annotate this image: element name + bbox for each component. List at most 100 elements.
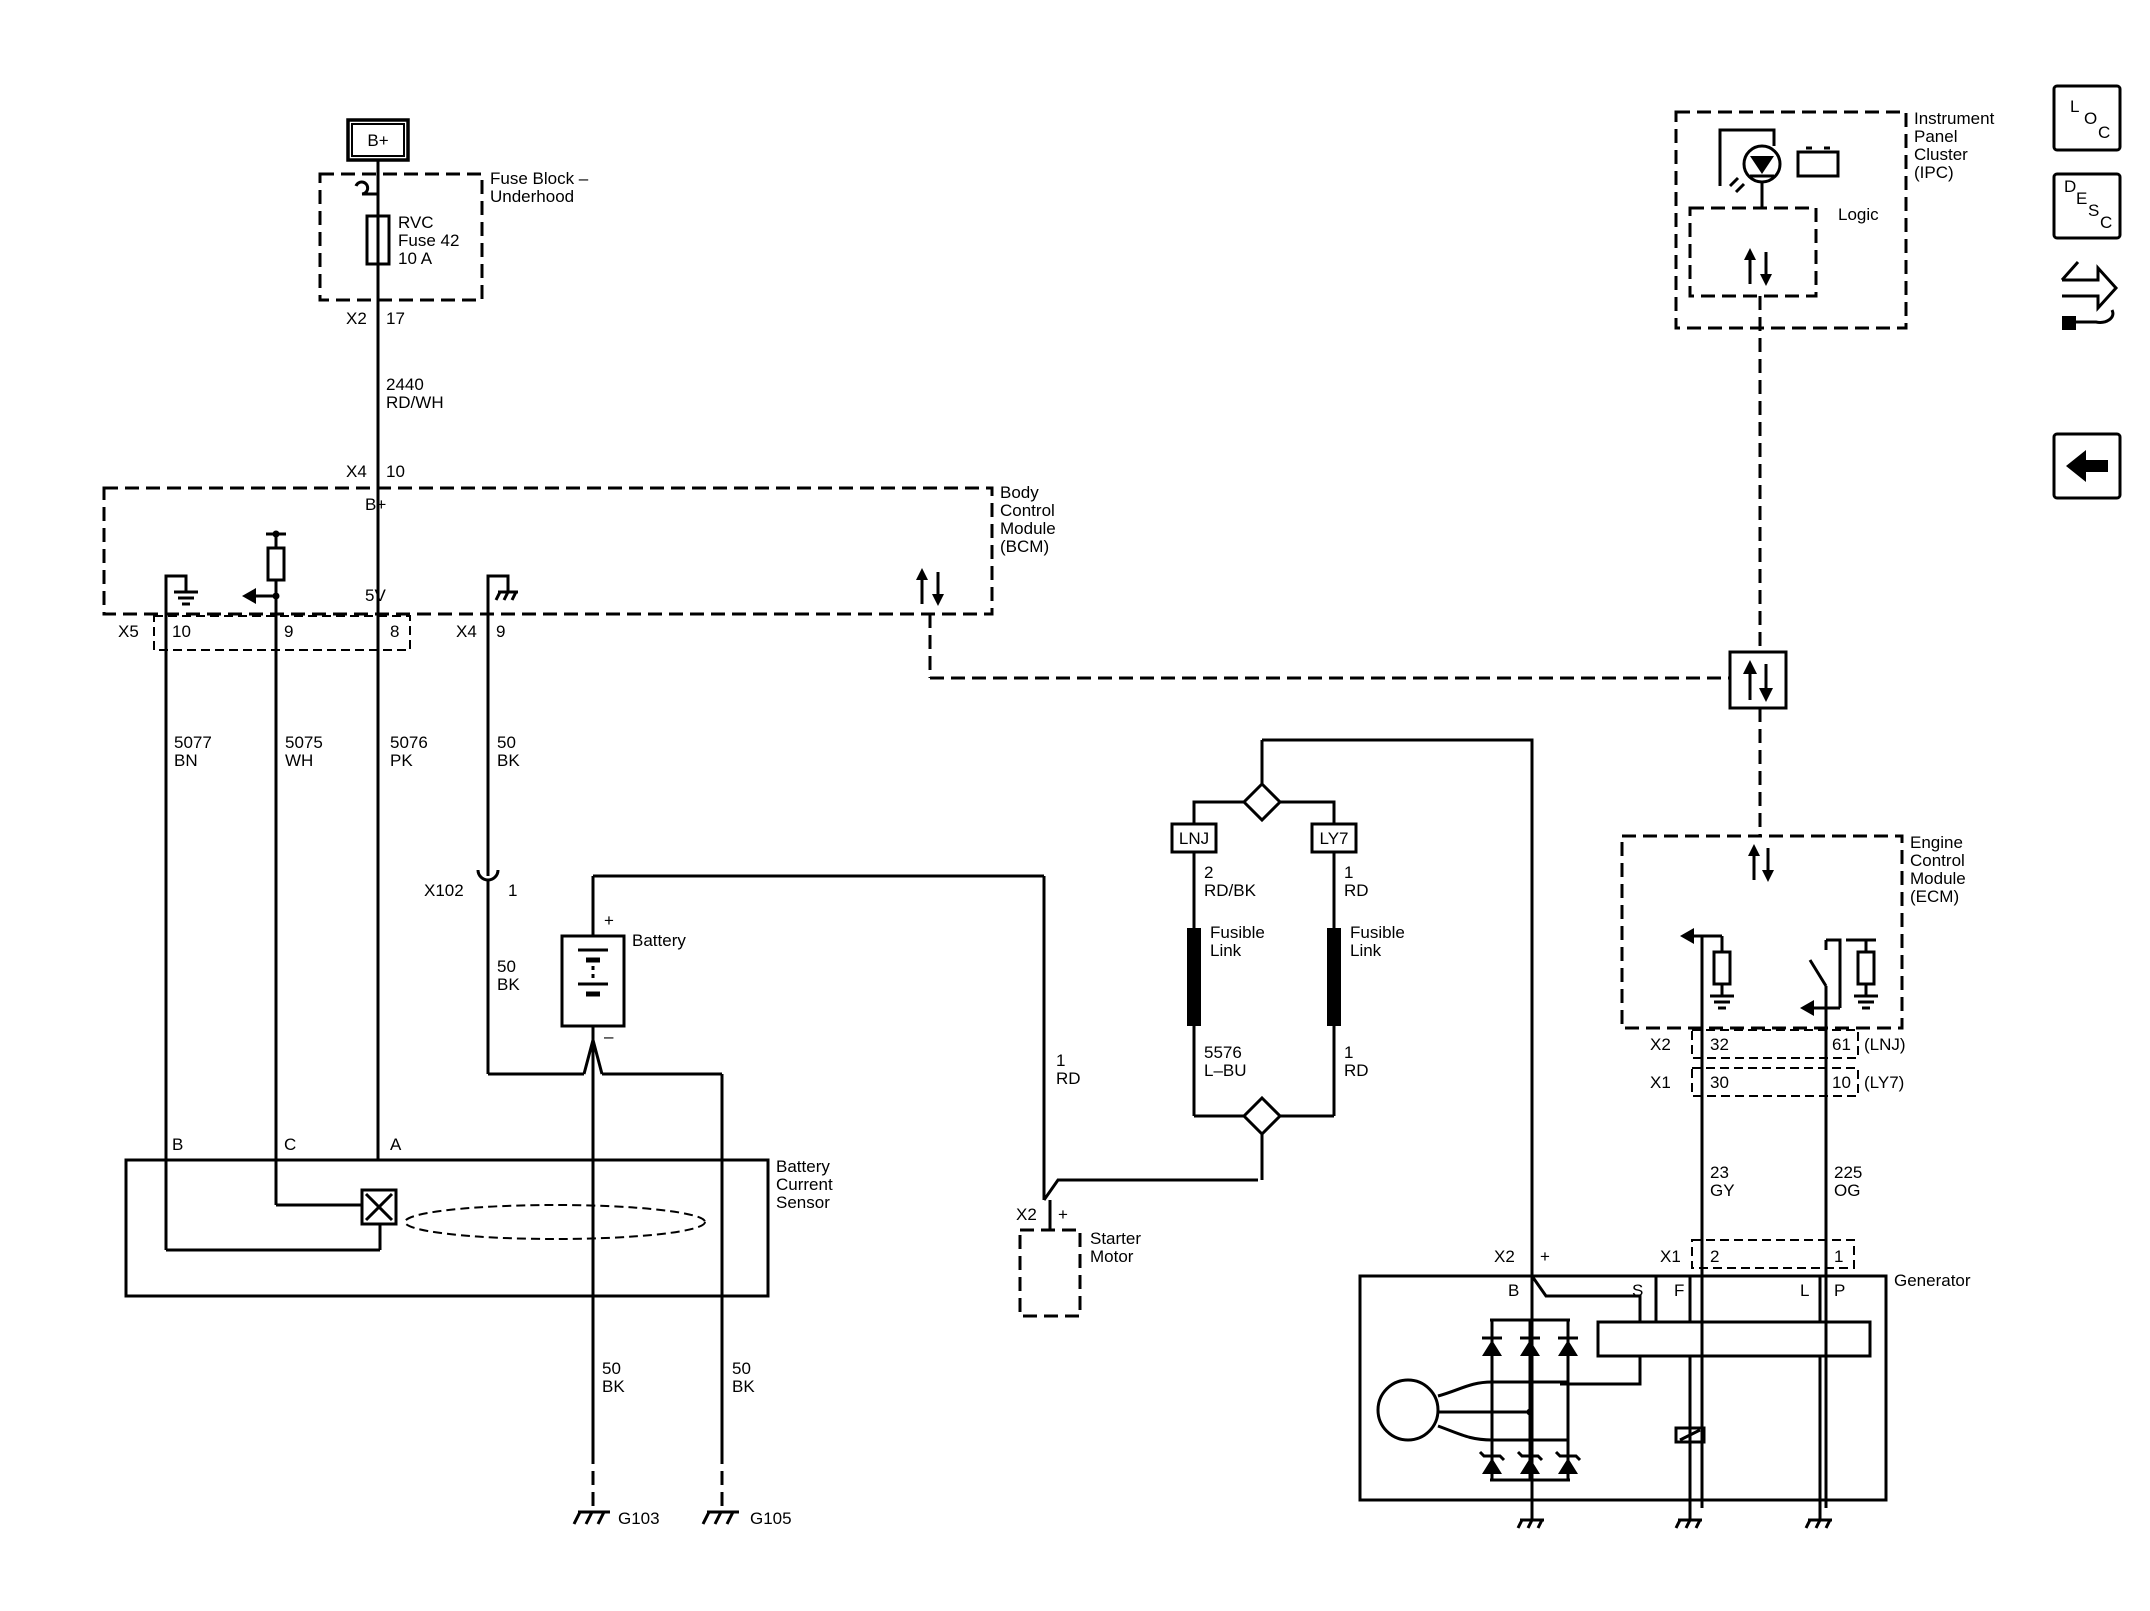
- svg-text:Sensor: Sensor: [776, 1193, 830, 1212]
- svg-text:B: B: [1508, 1281, 1519, 1300]
- svg-text:Module: Module: [1000, 519, 1056, 538]
- svg-text:1: 1: [1344, 863, 1353, 882]
- svg-text:X2: X2: [346, 309, 367, 328]
- svg-text:RVC: RVC: [398, 213, 434, 232]
- svg-text:50: 50: [602, 1359, 621, 1378]
- svg-text:X4: X4: [346, 462, 367, 481]
- svg-text:OG: OG: [1834, 1181, 1860, 1200]
- svg-text:Link: Link: [1210, 941, 1242, 960]
- svg-text:Cluster: Cluster: [1914, 145, 1968, 164]
- svg-text:GY: GY: [1710, 1181, 1735, 1200]
- svg-text:Underhood: Underhood: [490, 187, 574, 206]
- svg-text:WH: WH: [285, 751, 313, 770]
- desc-button[interactable]: D E S C: [2052, 172, 2122, 240]
- svg-text:Battery: Battery: [632, 931, 686, 950]
- svg-text:Logic: Logic: [1838, 205, 1879, 224]
- svg-text:X2: X2: [1494, 1247, 1515, 1266]
- svg-text:L: L: [1800, 1281, 1809, 1300]
- svg-text:1: 1: [1056, 1051, 1065, 1070]
- generator: X2 + X1 2 1 Generator B S F L P: [1358, 1239, 1971, 1520]
- svg-text:Control: Control: [1000, 501, 1055, 520]
- svg-text:A: A: [390, 1135, 402, 1154]
- svg-text:X2: X2: [1016, 1205, 1037, 1224]
- svg-text:Control: Control: [1910, 851, 1965, 870]
- svg-text:B: B: [172, 1135, 183, 1154]
- svg-text:Module: Module: [1910, 869, 1966, 888]
- svg-text:BK: BK: [602, 1377, 625, 1396]
- back-arrow-icon[interactable]: [2052, 432, 2122, 500]
- svg-text:10: 10: [1832, 1073, 1851, 1092]
- engine-control-module: Engine Control Module (ECM): [1620, 833, 1966, 1030]
- svg-text:RD/BK: RD/BK: [1204, 881, 1257, 900]
- bplus-source: B+: [346, 118, 410, 162]
- svg-text:50: 50: [732, 1359, 751, 1378]
- svg-text:(IPC): (IPC): [1914, 163, 1954, 182]
- svg-text:1: 1: [1834, 1247, 1843, 1266]
- svg-text:RD: RD: [1344, 881, 1369, 900]
- ecm-connector-x2-x1: X2 32 61 (LNJ) X1 30 10 (LY7): [1650, 1029, 1906, 1097]
- svg-text:9: 9: [284, 622, 293, 641]
- svg-text:O: O: [2084, 109, 2097, 128]
- svg-text:+: +: [604, 911, 614, 930]
- svg-text:Fuse Block –: Fuse Block –: [490, 169, 589, 188]
- svg-text:Motor: Motor: [1090, 1247, 1134, 1266]
- svg-text:(LY7): (LY7): [1864, 1073, 1904, 1092]
- svg-text:(LNJ): (LNJ): [1864, 1035, 1906, 1054]
- svg-text:X4: X4: [456, 622, 477, 641]
- svg-text:Battery: Battery: [776, 1157, 830, 1176]
- svg-text:+: +: [1540, 1247, 1550, 1266]
- starter-motor: X2 + Starter Motor: [1016, 1200, 1141, 1318]
- wire-5076-label: 5076: [390, 733, 428, 752]
- svg-text:F: F: [1674, 1281, 1684, 1300]
- svg-text:32: 32: [1710, 1035, 1729, 1054]
- svg-text:LY7: LY7: [1320, 829, 1349, 848]
- svg-text:S: S: [1632, 1281, 1643, 1300]
- svg-text:Engine: Engine: [1910, 833, 1963, 852]
- svg-text:L–BU: L–BU: [1204, 1061, 1247, 1080]
- svg-text:X1: X1: [1650, 1073, 1671, 1092]
- svg-text:B+: B+: [365, 495, 386, 514]
- svg-text:(ECM): (ECM): [1910, 887, 1959, 906]
- serial-data-gateway: [1728, 650, 1788, 710]
- svg-text:B+: B+: [367, 131, 388, 150]
- svg-text:+: +: [1058, 1205, 1068, 1224]
- svg-text:BK: BK: [497, 975, 520, 994]
- svg-text:BK: BK: [497, 751, 520, 770]
- svg-text:S: S: [2088, 201, 2099, 220]
- inline-connector-x102: X102 1: [424, 869, 517, 900]
- svg-text:Link: Link: [1350, 941, 1382, 960]
- svg-text:PK: PK: [390, 751, 413, 770]
- ground-g103: G103: [572, 1509, 660, 1528]
- svg-text:50: 50: [497, 957, 516, 976]
- svg-text:Current: Current: [776, 1175, 833, 1194]
- svg-text:50: 50: [497, 733, 516, 752]
- svg-text:1: 1: [1344, 1043, 1353, 1062]
- svg-text:X2: X2: [1650, 1035, 1671, 1054]
- wire-5077-label: 5077: [174, 733, 212, 752]
- svg-text:X102: X102: [424, 881, 464, 900]
- svg-text:2: 2: [1710, 1247, 1719, 1266]
- wire-225-label: 225: [1834, 1163, 1862, 1182]
- battery-current-sensor: B C A Battery Current Sensor: [124, 1135, 833, 1298]
- svg-text:RD: RD: [1344, 1061, 1369, 1080]
- svg-text:(BCM): (BCM): [1000, 537, 1049, 556]
- loc-button[interactable]: L O C: [2052, 84, 2122, 152]
- svg-text:X1: X1: [1660, 1247, 1681, 1266]
- svg-text:Panel: Panel: [1914, 127, 1957, 146]
- wire-23-label: 23: [1710, 1163, 1729, 1182]
- svg-text:Starter: Starter: [1090, 1229, 1141, 1248]
- svg-text:P: P: [1834, 1281, 1845, 1300]
- svg-text:X5: X5: [118, 622, 139, 641]
- svg-text:Body: Body: [1000, 483, 1039, 502]
- connector-swap-icon[interactable]: [2060, 261, 2119, 330]
- svg-text:G103: G103: [618, 1509, 660, 1528]
- wire-2440-label: 2440: [386, 375, 424, 394]
- wire-5075-label: 5075: [285, 733, 323, 752]
- svg-text:C: C: [2098, 123, 2110, 142]
- svg-text:RD: RD: [1056, 1069, 1081, 1088]
- svg-text:Fusible: Fusible: [1350, 923, 1405, 942]
- svg-text:9: 9: [496, 622, 505, 641]
- fuse-block-underhood: RVC Fuse 42 10 A Fuse Block – Underhood: [318, 169, 589, 302]
- svg-text:10 A: 10 A: [398, 249, 433, 268]
